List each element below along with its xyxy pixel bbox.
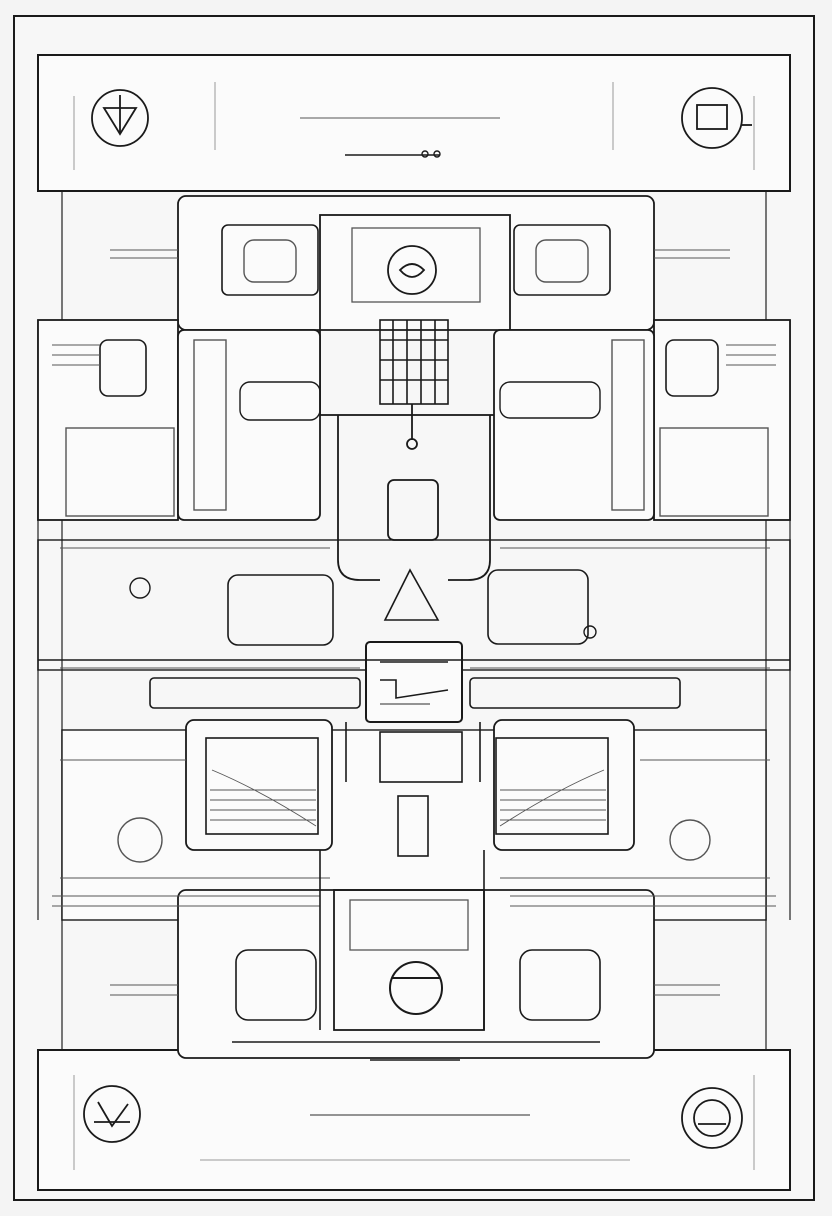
bottom-footer-panel <box>37 1049 791 1191</box>
connecting-pipes <box>232 722 600 1061</box>
lower-block <box>61 719 767 921</box>
upper-side-modules <box>37 319 791 521</box>
gauge-icon <box>681 1087 743 1149</box>
lower-hatching <box>210 769 606 827</box>
flow-lines <box>52 249 776 996</box>
gauge-icon <box>681 87 752 149</box>
valve-icon <box>91 89 149 147</box>
central-trunk <box>337 404 491 581</box>
distribution-rails <box>38 659 790 709</box>
top-header-panel <box>37 54 791 192</box>
ring-port-icon <box>389 961 443 1015</box>
ring-port-icon <box>387 245 437 295</box>
grid-register-icon <box>379 319 449 405</box>
central-control-box <box>365 641 463 723</box>
valve-icon <box>83 1085 141 1143</box>
upper-block <box>177 195 655 416</box>
bottom-module <box>177 889 655 1059</box>
